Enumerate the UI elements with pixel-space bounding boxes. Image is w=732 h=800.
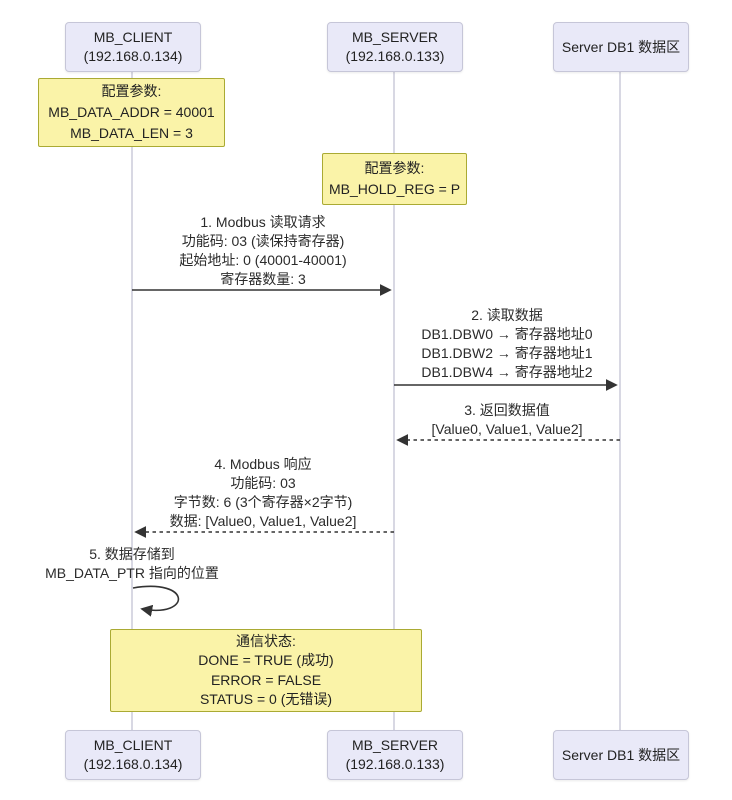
- actor-box-server-db1-bottom: Server DB1 数据区: [553, 730, 689, 780]
- message-line: DB1.DBW4 → 寄存器地址2: [421, 364, 593, 380]
- message-line: 数据: [Value0, Value1, Value2]: [169, 513, 357, 529]
- note-server-config: 配置参数: MB_HOLD_REG = P: [322, 153, 467, 205]
- actor-ip: (192.168.0.133): [345, 48, 445, 64]
- arrow-msg5-self-loop: [132, 585, 180, 617]
- message-line: [Value0, Value1, Value2]: [431, 421, 583, 437]
- actor-name: Server DB1 数据区: [561, 746, 681, 763]
- message-line: DB1.DBW2 → 寄存器地址1: [421, 345, 593, 361]
- note-client-config: 配置参数: MB_DATA_ADDR = 40001 MB_DATA_LEN =…: [38, 78, 225, 147]
- actor-name: MB_CLIENT: [93, 737, 173, 753]
- message-1-modbus-read-request: 1. Modbus 读取请求 功能码: 03 (读保持寄存器) 起始地址: 0 …: [132, 213, 394, 289]
- lifeline-mb-client: [131, 70, 133, 730]
- actor-name: MB_CLIENT: [93, 29, 173, 45]
- actor-name: Server DB1 数据区: [561, 38, 681, 55]
- actor-box-mb-client-top: MB_CLIENT (192.168.0.134): [65, 22, 201, 72]
- lifeline-mb-server: [393, 70, 395, 730]
- actor-name: MB_SERVER: [351, 737, 439, 753]
- message-4-modbus-response: 4. Modbus 响应 功能码: 03 字节数: 6 (3个寄存器×2字节) …: [132, 455, 394, 531]
- message-line: 1. Modbus 读取请求: [200, 214, 326, 230]
- lifeline-server-db1: [619, 70, 621, 730]
- note-line: ERROR = FALSE: [210, 671, 322, 688]
- message-line: 功能码: 03 (读保持寄存器): [181, 233, 345, 249]
- message-3-return-data: 3. 返回数据值 [Value0, Value1, Value2]: [394, 401, 620, 439]
- message-line: 2. 读取数据: [471, 307, 543, 323]
- actor-ip: (192.168.0.134): [83, 48, 183, 64]
- note-line: MB_HOLD_REG = P: [328, 181, 461, 197]
- note-line: STATUS = 0 (无错误): [199, 691, 333, 707]
- message-line: 寄存器数量: 3: [220, 271, 306, 287]
- message-line: 4. Modbus 响应: [214, 456, 312, 472]
- message-line: 字节数: 6 (3个寄存器×2字节): [173, 494, 353, 510]
- message-5-store-data: 5. 数据存储到 MB_DATA_PTR 指向的位置: [12, 545, 252, 583]
- note-line: MB_DATA_ADDR = 40001: [48, 104, 215, 120]
- actor-ip: (192.168.0.133): [345, 756, 445, 772]
- note-line: DONE = TRUE (成功): [198, 652, 334, 668]
- note-line: 配置参数:: [364, 160, 425, 176]
- actor-ip: (192.168.0.134): [83, 756, 183, 772]
- message-line: DB1.DBW0 → 寄存器地址0: [421, 326, 593, 342]
- message-line: 起始地址: 0 (40001-40001): [179, 252, 347, 268]
- note-line: 通信状态:: [236, 632, 296, 649]
- note-communication-status: 通信状态: DONE = TRUE (成功) ERROR = FALSE STA…: [110, 629, 422, 712]
- actor-box-server-db1-top: Server DB1 数据区: [553, 22, 689, 72]
- message-line: 3. 返回数据值: [464, 402, 550, 418]
- actor-name: MB_SERVER: [351, 29, 439, 45]
- message-line: MB_DATA_PTR 指向的位置: [45, 565, 219, 581]
- actor-box-mb-server-bottom: MB_SERVER (192.168.0.133): [327, 730, 463, 780]
- message-line: 功能码: 03: [230, 475, 296, 491]
- actor-box-mb-client-bottom: MB_CLIENT (192.168.0.134): [65, 730, 201, 780]
- note-line: 配置参数:: [101, 83, 162, 99]
- message-2-read-data: 2. 读取数据 DB1.DBW0 → 寄存器地址0 DB1.DBW2 → 寄存器…: [394, 306, 620, 382]
- actor-box-mb-server-top: MB_SERVER (192.168.0.133): [327, 22, 463, 72]
- note-line: MB_DATA_LEN = 3: [70, 125, 193, 141]
- message-line: 5. 数据存储到: [89, 546, 175, 562]
